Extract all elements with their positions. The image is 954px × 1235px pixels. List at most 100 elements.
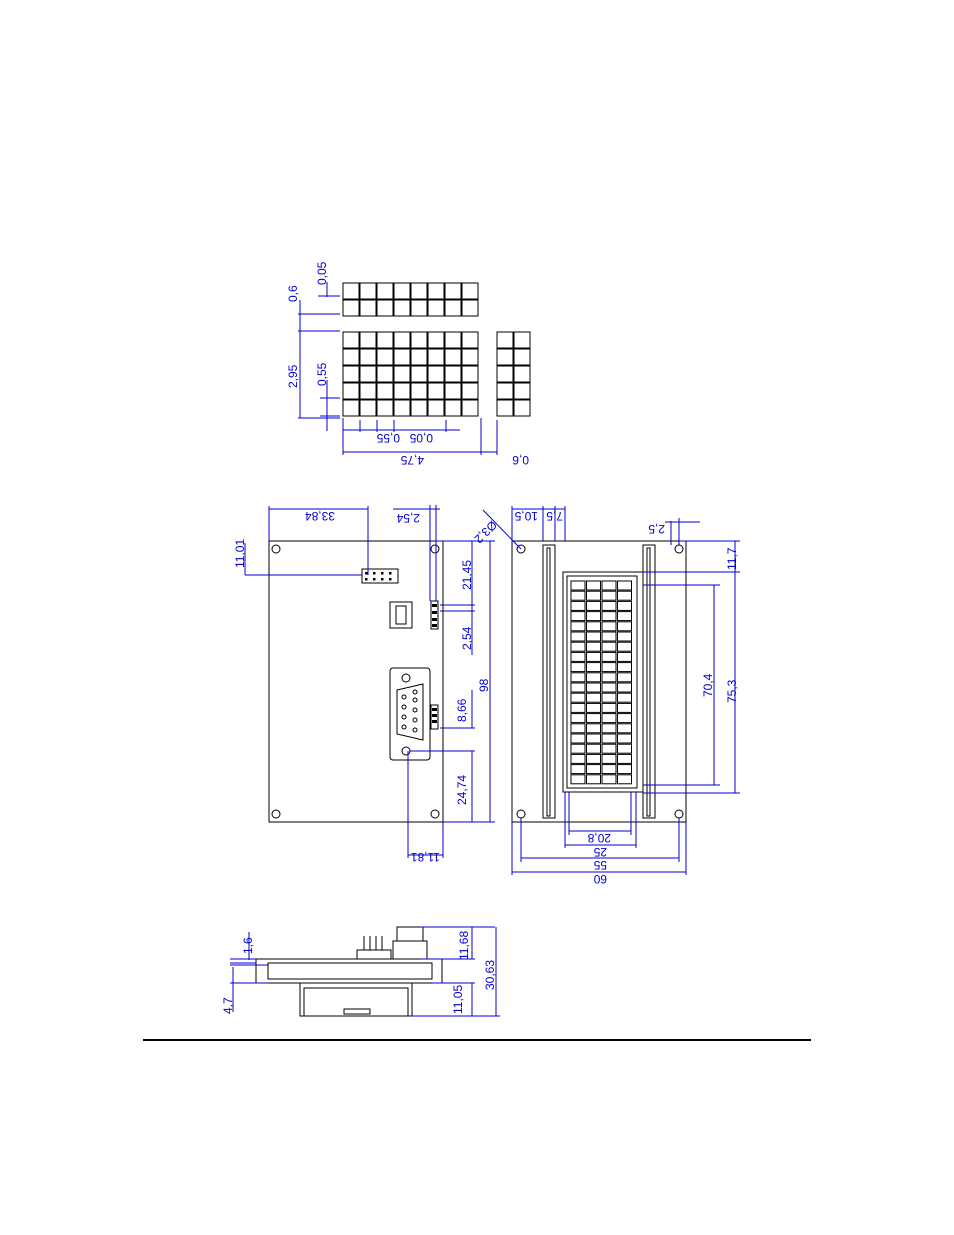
dim-2-54-top: 2,54 (396, 511, 420, 525)
dim-4-75: 4,75 (400, 453, 424, 467)
dot-cell (444, 282, 462, 300)
dim-24-74: 24,74 (455, 775, 469, 805)
dim-2-5: 2,5 (648, 522, 665, 536)
lcd-char-cell (570, 774, 586, 785)
dot-cell (513, 348, 531, 366)
lcd-char-cell (601, 611, 617, 622)
lcd-char-cell (601, 651, 617, 662)
dim-0-05-v: 0,05 (315, 261, 329, 285)
dot-cell (461, 299, 479, 317)
dim-30-63: 30,63 (483, 960, 497, 990)
dim-10-5: 10,5 (514, 509, 538, 523)
lcd-char-cell (617, 600, 632, 611)
dot-cell (427, 331, 445, 349)
dot-cell (427, 382, 445, 400)
lcd-char-cell (570, 580, 586, 591)
lcd-char-cell (601, 662, 617, 673)
dot-cell (410, 299, 428, 317)
mount-hole-icon (674, 809, 684, 819)
lcd-char-cell (570, 692, 586, 703)
dot-cell (461, 399, 479, 417)
dot-cell (461, 282, 479, 300)
dot-cell (461, 382, 479, 400)
lcd-char-cell (570, 651, 586, 662)
dot-cell (461, 348, 479, 366)
dim-75-3: 75,3 (725, 679, 739, 703)
dot-cell (342, 331, 360, 349)
lcd-char-cell (586, 590, 601, 601)
lcd-char-cell (617, 672, 632, 683)
lcd-char-cell (570, 743, 586, 754)
rear-view: 33,84 2,54 11,01 21,45 2,54 8,66 24,74 1… (233, 505, 495, 864)
lcd-char-cell (601, 641, 617, 652)
dot-cell (359, 299, 377, 317)
mount-hole-icon (516, 544, 526, 554)
lcd-char-cell (570, 723, 586, 734)
dot-cell (342, 399, 360, 417)
mount-hole-icon (516, 809, 526, 819)
dot-cell (342, 348, 360, 366)
dim-2-54-side: 2,54 (460, 626, 474, 650)
dot-cell (410, 331, 428, 349)
dot-cell (410, 348, 428, 366)
dot-cell (496, 331, 514, 349)
dim-0-55-h: 0,55 (376, 431, 400, 445)
dim-11-05: 11,05 (451, 985, 465, 1014)
dim-21-45: 21,45 (460, 560, 474, 590)
lcd-char-cell (617, 611, 632, 622)
dim-hole-dia: Ø3,2 (471, 518, 500, 547)
dot-matrix-detail (342, 282, 531, 417)
dim-98: 98 (477, 678, 491, 692)
dot-cell (376, 331, 394, 349)
lcd-char-cell (570, 753, 586, 764)
lcd-char-cell (570, 682, 586, 693)
dot-cell (359, 331, 377, 349)
lcd-char-cell (617, 621, 632, 632)
dim-2-95: 2,95 (286, 364, 300, 388)
dot-cell (342, 282, 360, 300)
lcd-char-cell (570, 590, 586, 601)
dot-cell (427, 399, 445, 417)
dot-cell (444, 365, 462, 383)
lcd-char-cell (586, 702, 601, 713)
lcd-char-cell (601, 692, 617, 703)
lcd-char-cell (617, 641, 632, 652)
dot-cell (376, 348, 394, 366)
dim-33-84: 33,84 (305, 509, 335, 523)
dot-cell (359, 382, 377, 400)
lcd-char-cell (601, 600, 617, 611)
lcd-char-cell (570, 702, 586, 713)
dot-cell (496, 365, 514, 383)
dot-cell (393, 382, 411, 400)
lcd-char-cell (586, 753, 601, 764)
char-detail: 0,05 0,6 2,95 0,55 0,55 0,05 4,75 0,6 (286, 261, 531, 467)
dot-cell (393, 331, 411, 349)
lcd-char-cell (601, 682, 617, 693)
dot-cell (444, 382, 462, 400)
dot-cell (376, 382, 394, 400)
lcd-char-cell (617, 743, 632, 754)
lcd-char-cell (601, 774, 617, 785)
lcd-char-cell (586, 774, 601, 785)
dot-cell (376, 365, 394, 383)
lcd-character-grid (570, 580, 632, 785)
dim-11-01: 11,01 (233, 539, 247, 568)
mount-hole-icon (271, 809, 281, 819)
side-view: 1,6 4,7 11,68 30,63 11,05 (221, 926, 500, 1017)
dot-cell (444, 348, 462, 366)
lcd-char-cell (586, 672, 601, 683)
mount-hole-icon (430, 809, 440, 819)
lcd-char-cell (617, 682, 632, 693)
dot-cell (410, 365, 428, 383)
lcd-char-cell (570, 662, 586, 673)
dot-cell (427, 365, 445, 383)
lcd-char-cell (570, 600, 586, 611)
dim-8-66: 8,66 (455, 698, 469, 722)
dim-0-6-v: 0,6 (286, 285, 300, 302)
lcd-char-cell (586, 713, 601, 724)
lcd-char-cell (586, 580, 601, 591)
dim-25: 25 (593, 845, 607, 859)
dot-cell (359, 365, 377, 383)
dot-cell (461, 331, 479, 349)
